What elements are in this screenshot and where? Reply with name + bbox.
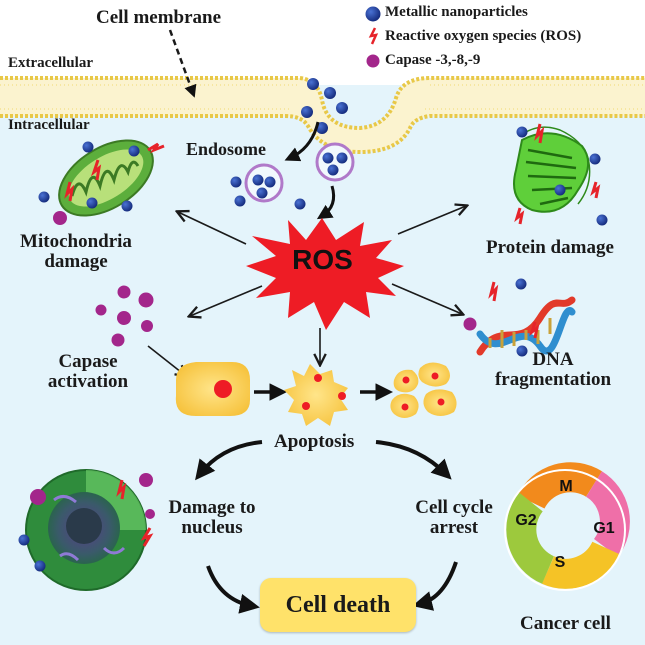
ros-arrows (147, 206, 466, 376)
membrane-nanoparticles (301, 78, 348, 134)
mitochondria-illustration (38, 139, 165, 225)
cell-membrane-label: Cell membrane (96, 7, 222, 28)
legend-capase-label: Capase -3,-8,-9 (385, 52, 481, 68)
legend-symbols (365, 6, 381, 68)
extracellular-label: Extracellular (8, 55, 93, 71)
apoptosis-label: Apoptosis (274, 431, 355, 452)
cycle-phase-g2 (506, 492, 555, 584)
apoptosis-cells (175, 362, 457, 426)
cycle-phase-s (541, 541, 620, 589)
legend-nanoparticle-icon (365, 6, 381, 22)
ros-burst (246, 218, 404, 330)
ros-label: ROS (292, 244, 353, 275)
cycle-phase-g1 (585, 471, 630, 558)
endosome-vesicles (230, 142, 355, 210)
legend-ros-icon (368, 27, 379, 45)
cell-cycle-ring (504, 462, 630, 591)
cycle-label-m: M (559, 478, 573, 495)
protein-illustration (513, 123, 608, 226)
dna-illustration (463, 278, 576, 357)
endosome-to-ros-arrow (316, 185, 336, 220)
protein-damage-label: Protein damage (486, 237, 614, 258)
endosome-arrow (284, 121, 320, 162)
extracellular-space (0, 0, 645, 85)
cell-nucleus-illustration (18, 469, 155, 591)
legend-capase-icon (366, 54, 380, 68)
cycle-label-g2: G2 (515, 512, 537, 529)
cancer-cell-label: Cancer cell (520, 613, 611, 634)
cell-death-label: Cell death (285, 591, 391, 618)
cycle-phase-m (517, 462, 602, 510)
membrane-pointer-arrow (168, 29, 197, 98)
capase-particles (95, 285, 154, 347)
cycle-label-g1: G1 (593, 520, 615, 537)
endosome-label: Endosome (186, 139, 267, 159)
intracellular-label: Intracellular (8, 117, 90, 133)
legend-ros-label: Reactive oxygen species (ROS) (385, 28, 582, 44)
apoptosis-arrows (195, 440, 458, 614)
cycle-label-s: S (554, 554, 566, 571)
cell-death-box: Cell death (260, 578, 416, 632)
legend-nanoparticles-label: Metallic nanoparticles (385, 4, 528, 20)
